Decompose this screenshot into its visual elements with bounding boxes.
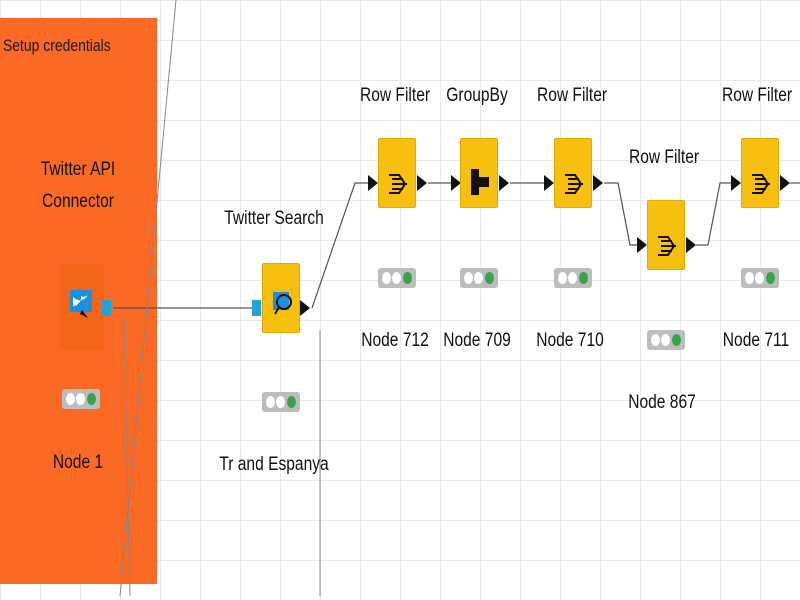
connection-710-to-867	[604, 182, 640, 246]
input-port[interactable]	[731, 175, 741, 191]
row-filter-icon	[565, 174, 583, 194]
status-light-yellow	[568, 272, 578, 284]
node-title-twitter-api: Twitter API Connector	[40, 159, 116, 212]
input-port-credentials[interactable]	[252, 300, 261, 316]
status-light-red	[265, 396, 275, 408]
status-traffic-light	[741, 268, 779, 288]
row-filter-icon	[658, 236, 676, 256]
status-traffic-light	[62, 389, 100, 409]
node-twitter-api-connector[interactable]	[60, 264, 104, 350]
groupby-icon	[471, 169, 489, 195]
annotation-label: Setup credentials	[3, 36, 111, 55]
status-light-yellow	[392, 272, 402, 284]
status-light-yellow	[474, 272, 484, 284]
node-label-node-712[interactable]: Node 712	[361, 330, 429, 351]
status-traffic-light	[378, 268, 416, 288]
status-light-red	[381, 272, 391, 284]
status-light-red	[650, 334, 660, 346]
node-row-filter-712[interactable]	[378, 138, 416, 208]
output-port[interactable]	[780, 175, 790, 191]
node-title-twitter-search: Twitter Search	[224, 208, 324, 229]
twitter-bird-icon	[70, 290, 92, 318]
status-traffic-light	[647, 330, 685, 350]
node-label-node-710[interactable]: Node 710	[536, 330, 604, 351]
status-traffic-light	[262, 392, 300, 412]
input-port[interactable]	[451, 175, 461, 191]
status-traffic-light	[554, 268, 592, 288]
status-light-yellow	[276, 396, 286, 408]
node-title-row-filter: Row Filter	[721, 85, 793, 106]
node-row-filter-710[interactable]	[554, 138, 592, 208]
output-port-search[interactable]	[300, 300, 310, 316]
status-light-green	[672, 334, 682, 346]
node-label-node-867[interactable]: Node 867	[628, 392, 696, 413]
annotation-edge-line	[123, 319, 131, 597]
status-light-green	[87, 393, 97, 405]
output-port[interactable]	[417, 175, 427, 191]
status-light-yellow	[755, 272, 765, 284]
status-light-red	[557, 272, 567, 284]
connection-867-to-711	[696, 182, 735, 246]
status-light-green	[287, 396, 297, 408]
status-light-red	[744, 272, 754, 284]
node-label-node-711[interactable]: Node 711	[722, 330, 790, 351]
status-light-yellow	[661, 334, 671, 346]
node-label-node-709[interactable]: Node 709	[443, 330, 511, 351]
status-light-green	[579, 272, 589, 284]
node-label-tr-and-espanya[interactable]: Tr and Espanya	[219, 454, 329, 475]
status-light-green	[403, 272, 413, 284]
twitter-search-icon	[273, 292, 292, 315]
node-twitter-search[interactable]	[262, 263, 300, 333]
output-port[interactable]	[499, 175, 509, 191]
node-title-groupby: GroupBy	[446, 85, 508, 106]
connection-search-to-rowfilter712	[311, 182, 372, 309]
node-title-row-filter: Row Filter	[536, 85, 608, 106]
status-light-red	[463, 272, 473, 284]
input-port[interactable]	[544, 175, 554, 191]
row-filter-icon	[389, 174, 407, 194]
node-title-row-filter: Row Filter	[628, 147, 700, 168]
status-light-yellow	[76, 393, 86, 405]
input-port[interactable]	[637, 237, 647, 253]
node-title-row-filter: Row Filter	[359, 85, 431, 106]
status-light-green	[766, 272, 776, 284]
output-port[interactable]	[686, 237, 696, 253]
node-row-filter-711[interactable]	[741, 138, 779, 208]
output-port[interactable]	[593, 175, 603, 191]
node-groupby-709[interactable]	[460, 138, 498, 208]
node-row-filter-867[interactable]	[647, 200, 685, 270]
annotation-edge-line	[119, 0, 177, 597]
status-light-red	[65, 393, 75, 405]
row-filter-icon	[752, 174, 770, 194]
input-port[interactable]	[368, 175, 378, 191]
output-port-credentials[interactable]	[102, 300, 111, 316]
node-label-node-1[interactable]: Node 1	[52, 452, 104, 473]
status-traffic-light	[460, 268, 498, 288]
status-light-green	[485, 272, 495, 284]
